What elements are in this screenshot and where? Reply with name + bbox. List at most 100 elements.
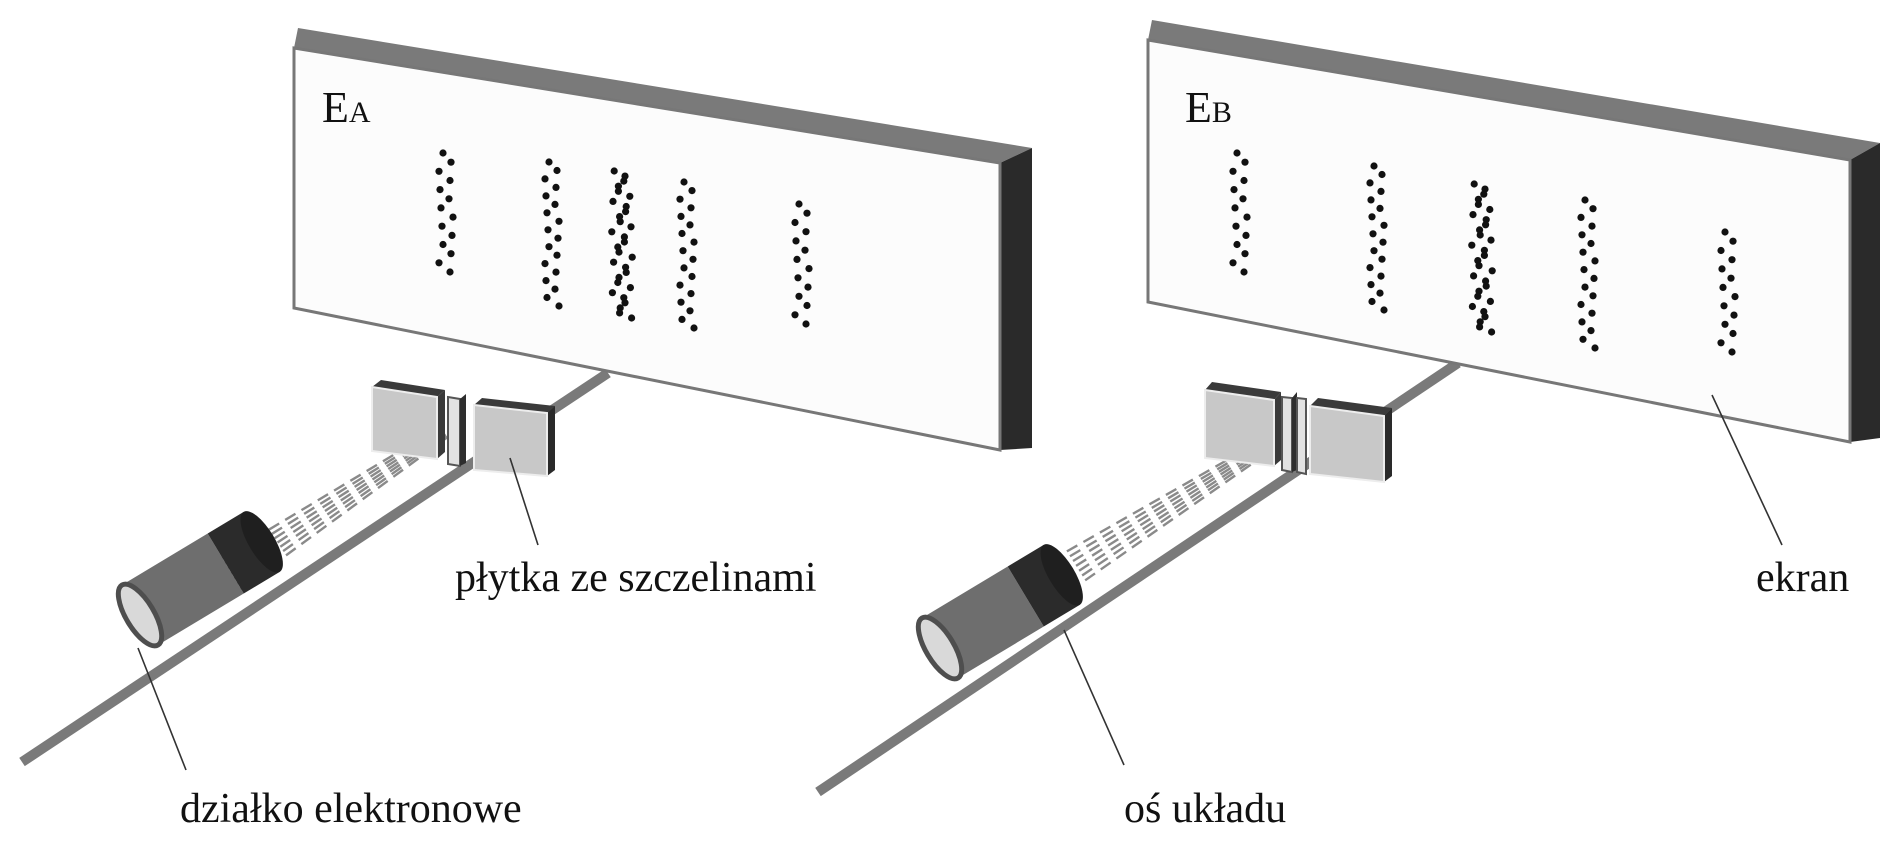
electron-gun-b-rear <box>1007 544 1080 627</box>
fringe-dot <box>1242 231 1250 239</box>
fringe-dot <box>1468 241 1476 249</box>
fringe-dot <box>794 274 802 282</box>
fringe-dot <box>1378 255 1386 263</box>
fringe-dot <box>1377 272 1385 280</box>
fringe-dot <box>616 309 624 317</box>
fringe-dot <box>1727 274 1735 282</box>
slit-plate-b-left-block-side <box>1274 392 1281 466</box>
fringe-dot <box>544 226 552 234</box>
screen-a-side <box>1000 148 1032 450</box>
fringe-dot <box>438 222 446 230</box>
fringe-dot <box>608 289 617 297</box>
fringe-dot <box>1240 268 1248 276</box>
fringe-dot <box>552 268 560 276</box>
fringe-dot <box>1728 348 1736 356</box>
electron-gun-a <box>115 511 283 649</box>
fringe-dot <box>677 212 685 220</box>
fringe-dot <box>620 233 629 241</box>
label-screen: ekran <box>1756 555 1849 601</box>
fringe-dot <box>1230 186 1238 194</box>
screen-b-side <box>1850 143 1880 442</box>
fringe-dot <box>1591 344 1599 352</box>
fringe-dot <box>1370 247 1378 255</box>
fringe-dot <box>1581 196 1589 204</box>
fringe-dot <box>1376 289 1384 297</box>
fringe-dot <box>1368 297 1376 306</box>
fringe-dot <box>1717 246 1725 255</box>
fringe-dot <box>1474 292 1482 300</box>
fringe-dot <box>1229 167 1237 175</box>
fringe-dot <box>439 240 447 249</box>
electron-gun-b <box>915 544 1083 682</box>
fringe-dot <box>795 200 803 208</box>
screen-b-label: EB <box>1185 83 1232 132</box>
fringe-dot <box>446 268 454 276</box>
fringe-dot <box>1468 302 1476 311</box>
fringe-dot <box>1470 272 1478 280</box>
fringe-dot <box>1729 237 1737 245</box>
fringe-dot <box>620 177 628 185</box>
slit-plate-b-slit-side <box>1292 392 1297 472</box>
fringe-dot <box>676 195 684 203</box>
fringe-dot <box>1730 311 1738 319</box>
slit-plate-b-right-block <box>1309 404 1385 484</box>
fringe-dot <box>1369 230 1377 238</box>
fringe-dot <box>1591 257 1599 265</box>
fringe-dot <box>1480 190 1488 198</box>
beam-ray <box>1068 444 1280 593</box>
fringe-dot <box>1378 170 1386 179</box>
fringe-dot <box>1482 282 1490 290</box>
fringe-dot <box>1474 195 1482 203</box>
fringe-dot <box>1577 213 1585 221</box>
fringe-dot <box>680 178 688 186</box>
fringe-dot <box>690 324 698 332</box>
fringe-dot <box>1588 222 1596 230</box>
fringe-dot <box>616 218 624 226</box>
fringe-dot <box>1243 213 1251 221</box>
fringe-dot <box>1470 180 1478 188</box>
fringe-dot <box>439 149 447 157</box>
fringe-dot <box>1488 267 1496 275</box>
fringe-dot <box>1367 281 1375 289</box>
fringe-dot <box>552 183 560 191</box>
fringe-dot <box>551 285 559 293</box>
fringe-dot <box>1480 246 1488 254</box>
fringe-dot <box>435 259 443 267</box>
fringe-dot <box>1589 205 1597 213</box>
fringe-dot <box>609 197 617 205</box>
fringe-dot <box>626 284 635 292</box>
fringe-dot <box>1231 204 1239 212</box>
slit-plate-a-left-block-side <box>437 390 445 459</box>
fringe-dot <box>1721 320 1729 328</box>
fringe-dot <box>686 307 694 315</box>
slit-plate-b-left-block-top <box>1205 382 1281 400</box>
fringe-dot <box>1366 179 1374 187</box>
fringe-dot <box>1587 239 1595 248</box>
fringe-dot <box>437 204 445 212</box>
fringe-dot <box>687 290 695 298</box>
slit-plate-a-right-block-side <box>547 406 555 476</box>
fringe-dot <box>1474 200 1482 208</box>
fringe-dot <box>614 278 622 287</box>
fringe-dot <box>448 231 456 239</box>
fringe-dot <box>688 187 696 195</box>
fringe-dot <box>1368 213 1376 221</box>
fringe-dot <box>1480 251 1488 259</box>
fringe-dot <box>803 209 811 217</box>
fringe-dot <box>542 192 550 200</box>
slit-plate-a-right-block <box>473 403 548 478</box>
fringe-dot <box>1476 323 1484 331</box>
screen-a: EA <box>292 28 1032 452</box>
slit-plate-b-left-block <box>1204 388 1275 468</box>
fringe-dot <box>628 314 636 322</box>
screen-a-top <box>294 28 1032 163</box>
fringe-dot <box>687 204 695 212</box>
fringe-dot <box>1241 250 1249 258</box>
fringe-dot <box>1229 259 1237 267</box>
fringe-dot <box>805 265 813 273</box>
fringe-dot <box>445 195 453 203</box>
fringe-dot <box>555 302 563 310</box>
fringe-dot <box>1590 274 1598 282</box>
fringe-dot <box>677 298 685 306</box>
fringe-dot <box>679 247 687 255</box>
